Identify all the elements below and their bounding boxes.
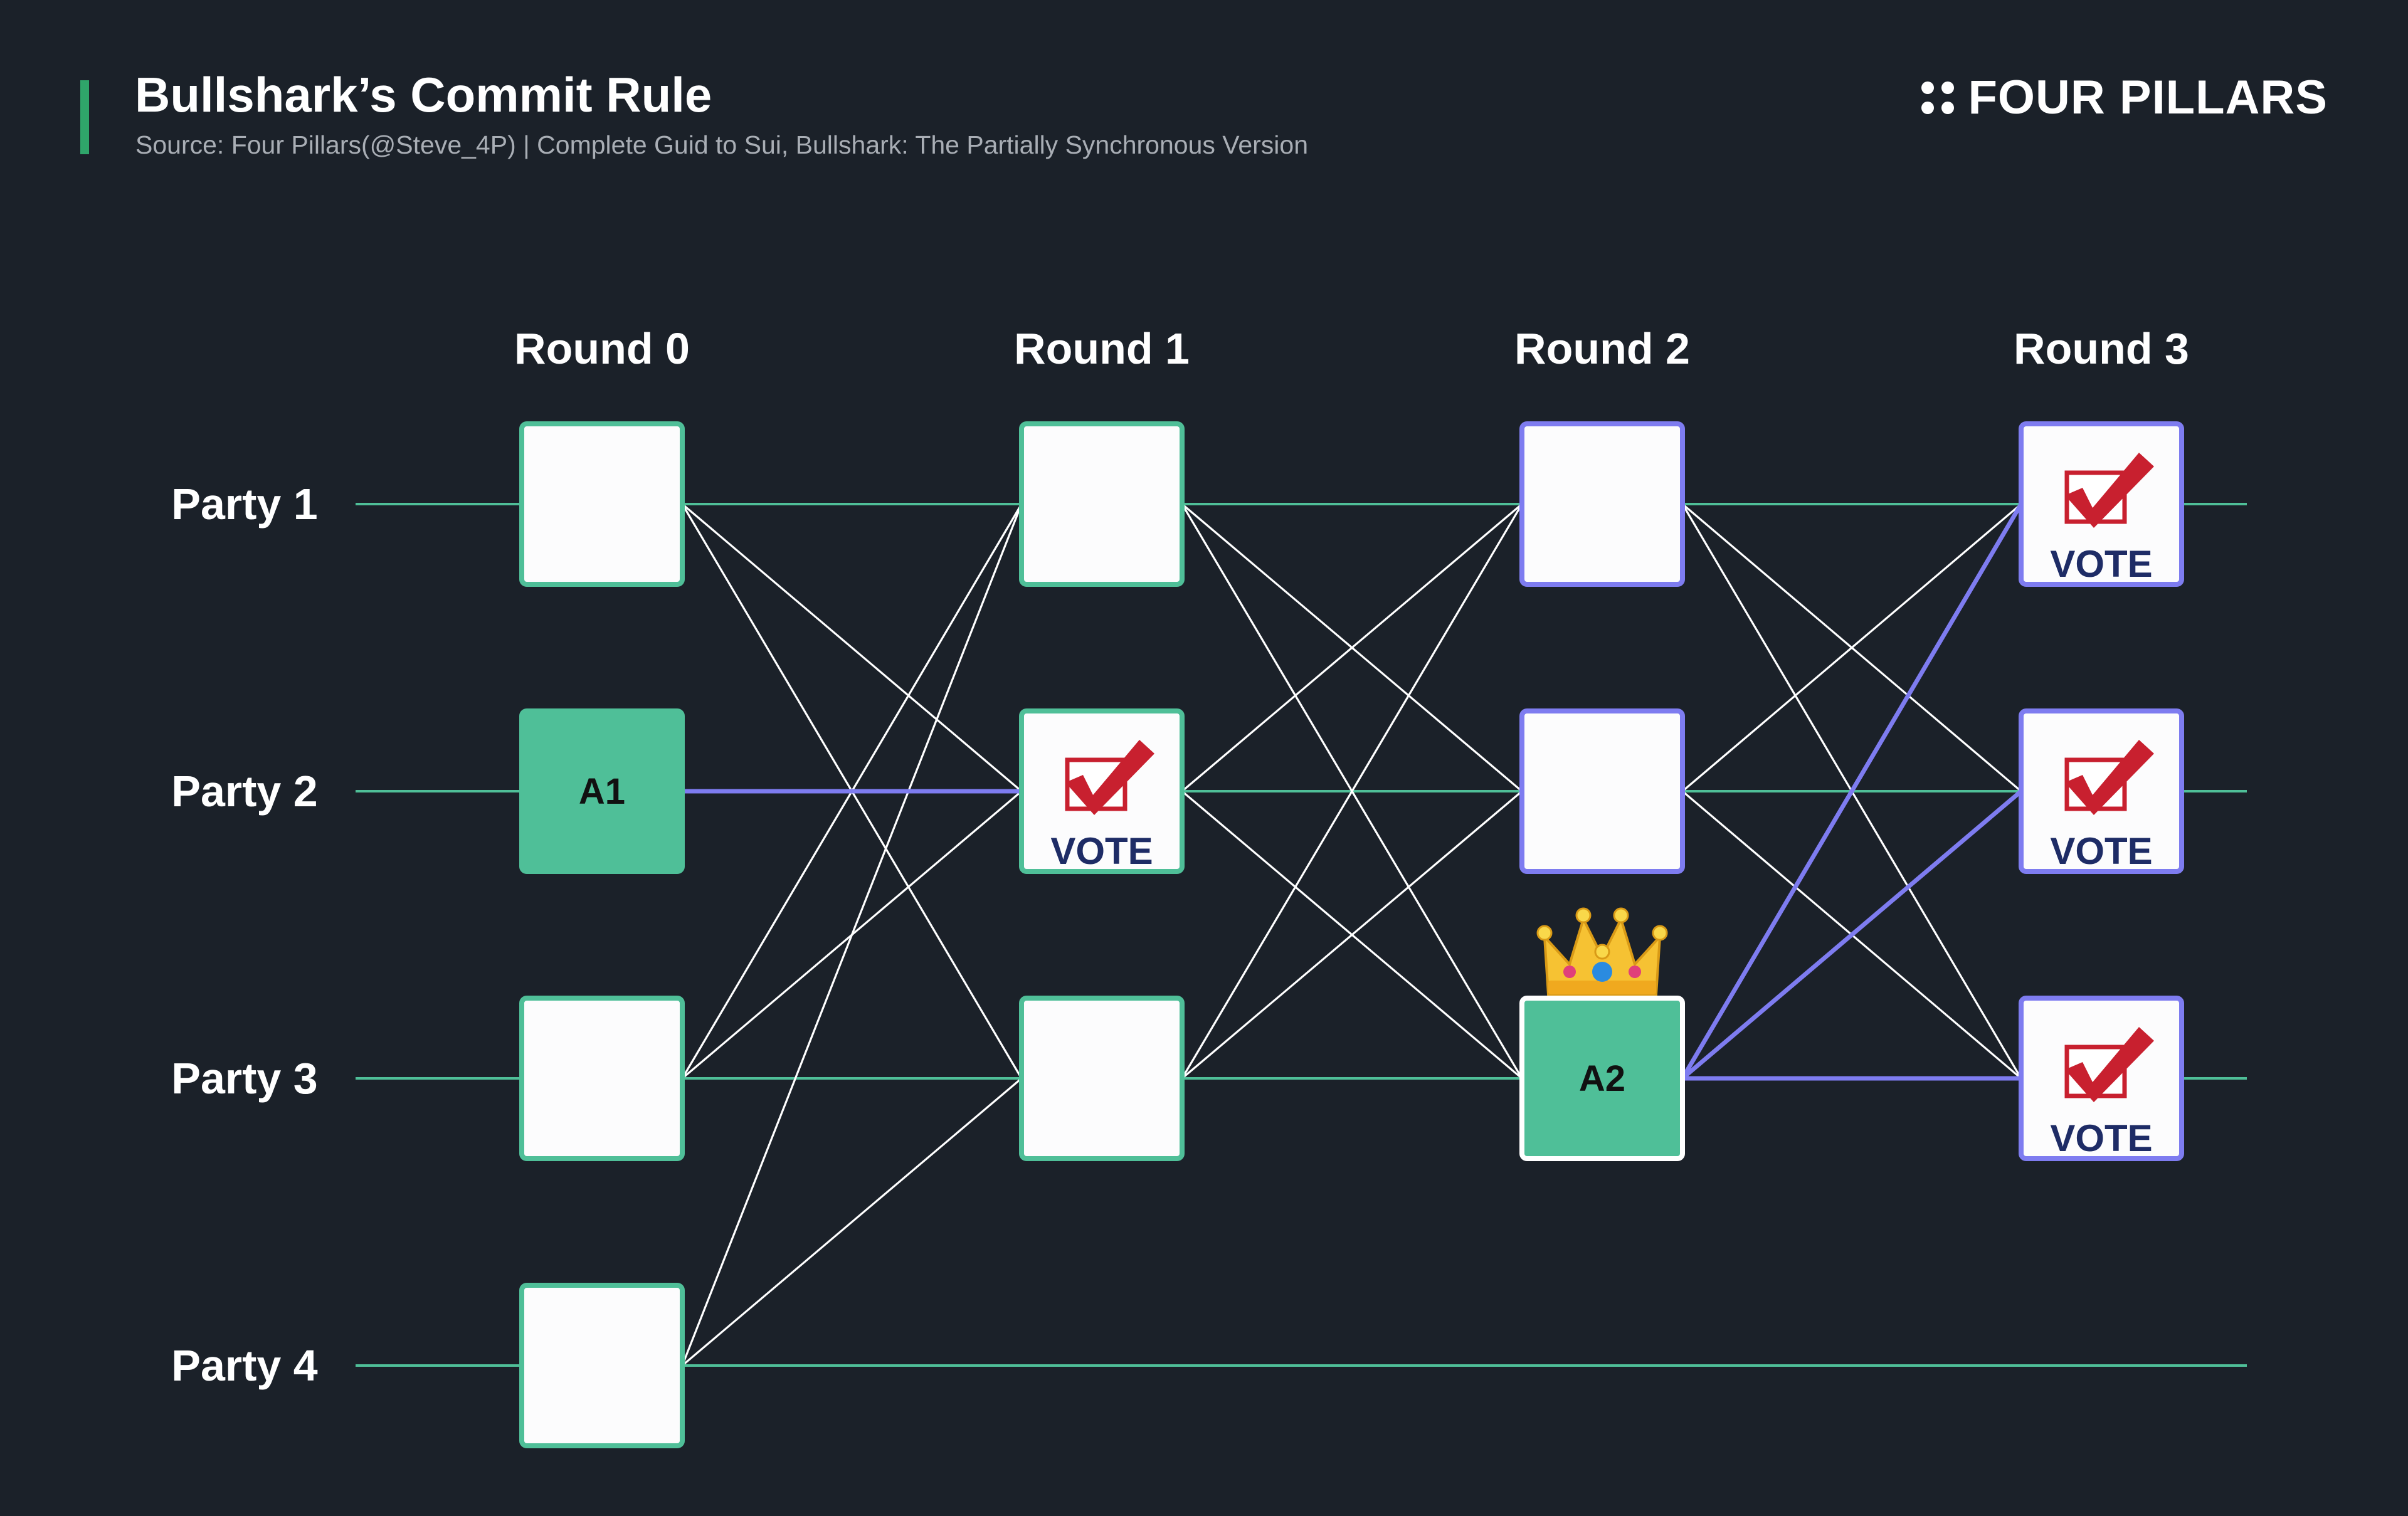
reference-edge xyxy=(1680,503,2024,1080)
vote-label: VOTE xyxy=(2050,830,2152,872)
four-dots-icon xyxy=(1921,81,1955,114)
anchor-label: A1 xyxy=(579,771,625,812)
title-accent-bar xyxy=(80,80,89,154)
dag-vertex xyxy=(519,996,685,1161)
party-label-3: Party 3 xyxy=(171,1054,317,1103)
party-label-1: Party 1 xyxy=(171,480,317,529)
round-label-2: Round 2 xyxy=(1514,324,1690,373)
vote-check-icon: VOTE xyxy=(2050,740,2154,872)
vote-node: VOTE xyxy=(1019,708,1185,874)
round-label-0: Round 0 xyxy=(514,324,690,373)
dag-vertex xyxy=(1519,421,1685,587)
anchor-label: A2 xyxy=(1579,1058,1625,1099)
reference-edge xyxy=(681,503,1023,792)
dag-vertex xyxy=(1019,996,1185,1161)
vote-node: VOTE xyxy=(2019,421,2184,587)
vote-label: VOTE xyxy=(2050,543,2152,585)
vote-check-icon: VOTE xyxy=(1050,740,1154,872)
dag-vertex xyxy=(1519,708,1685,874)
round-label-3: Round 3 xyxy=(2014,324,2189,373)
vote-label: VOTE xyxy=(2050,1117,2152,1159)
anchor-node-a2: A2 xyxy=(1519,996,1685,1161)
reference-edge xyxy=(681,503,1023,1366)
reference-edge xyxy=(1681,503,2022,792)
vote-check-icon: VOTE xyxy=(2050,453,2154,585)
vote-check-icon: VOTE xyxy=(2050,1027,2154,1159)
reference-edge xyxy=(1181,790,1523,1080)
vote-label: VOTE xyxy=(1050,830,1153,872)
party-label-2: Party 2 xyxy=(171,767,317,816)
reference-edge xyxy=(1681,789,2023,1080)
reference-edge xyxy=(1181,503,1523,1079)
dag-vertex xyxy=(1019,421,1185,587)
dag-vertex xyxy=(519,1283,685,1448)
anchor-node-a1: A1 xyxy=(519,708,685,874)
source-subtitle: Source: Four Pillars(@Steve_4P) | Comple… xyxy=(135,130,1309,159)
reference-edge xyxy=(681,1077,1023,1367)
reference-edge xyxy=(1181,503,1523,792)
round-label-1: Round 1 xyxy=(1014,324,1190,373)
page-title: Bullshark’s Commit Rule xyxy=(135,67,712,122)
crown-icon xyxy=(1536,907,1668,996)
brand-name: FOUR PILLARS xyxy=(1968,71,2328,124)
party-label-4: Party 4 xyxy=(171,1341,318,1390)
vote-node: VOTE xyxy=(2019,996,2184,1161)
dag-vertex xyxy=(519,421,685,587)
brand-logo: FOUR PILLARS xyxy=(1921,70,2328,125)
vote-node: VOTE xyxy=(2019,708,2184,874)
